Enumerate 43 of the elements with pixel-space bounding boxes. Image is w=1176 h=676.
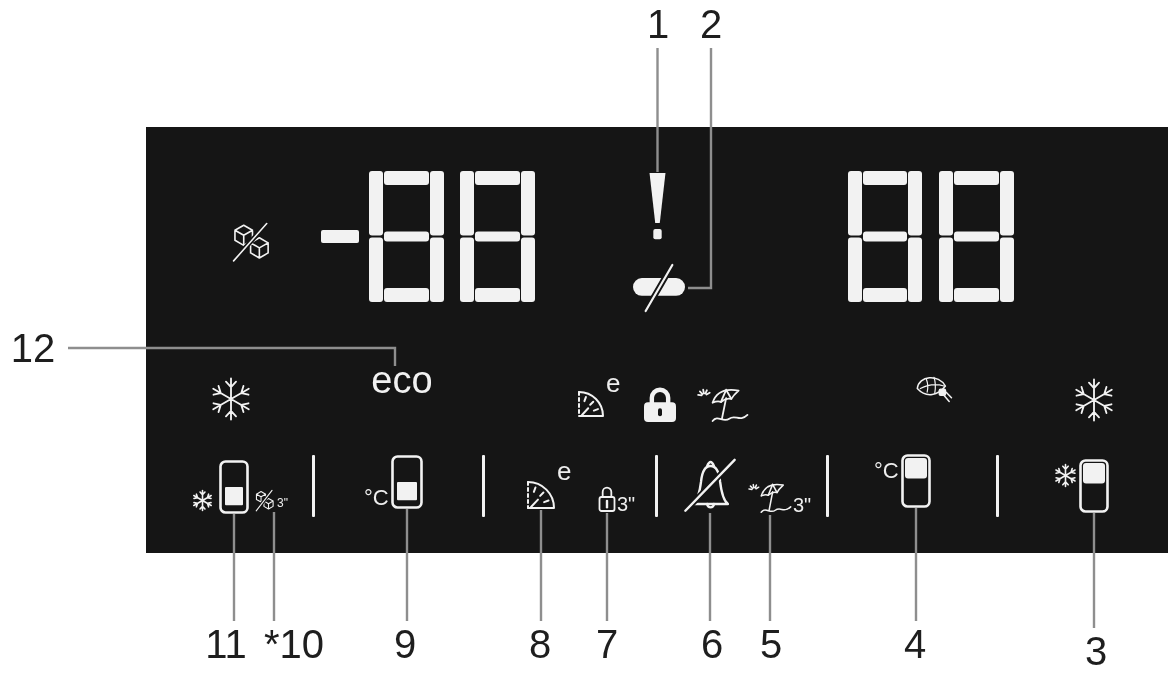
callout-number: 1 (642, 8, 674, 48)
level-indicator-icon (219, 460, 249, 514)
callout-number: 4 (902, 621, 928, 660)
ice-cube-off-icon (254, 489, 276, 512)
beach-umbrella-icon (748, 481, 792, 515)
callout-number: 2 (699, 8, 723, 48)
slashed-bar-icon (630, 262, 688, 314)
exclamation-icon (648, 172, 667, 240)
leader-line (605, 513, 609, 621)
callout-number: 11 (202, 621, 250, 660)
duration-label: 3" (793, 496, 812, 514)
bell-off-icon (682, 457, 738, 513)
leader-line (656, 48, 659, 172)
leader-line (405, 509, 409, 621)
duration-label: 3" (617, 495, 636, 513)
superscript-label: e (557, 460, 572, 482)
display-panel (146, 127, 1168, 553)
callout-number: 8 (527, 621, 553, 660)
leader-line (1092, 513, 1096, 628)
level-indicator-icon (901, 454, 931, 508)
callout-number: 7 (594, 621, 620, 660)
gauge-icon (526, 478, 556, 510)
callout-number: 12 (10, 332, 68, 364)
level-indicator-icon (1079, 459, 1109, 513)
mode-label: eco (370, 366, 434, 394)
callout-number: 3 (1083, 628, 1109, 667)
leader-line (708, 513, 712, 621)
leader-line (68, 346, 397, 366)
leader-line (914, 508, 918, 621)
duration-label: 3" (277, 496, 288, 510)
level-indicator-icon (391, 455, 423, 509)
leader-line (768, 515, 772, 621)
superscript-label: e (606, 372, 621, 394)
unit-label: °C (364, 485, 389, 511)
unit-label: °C (874, 458, 899, 484)
callout-number: 9 (392, 621, 418, 660)
leader-line (688, 48, 713, 290)
leader-line (232, 514, 236, 621)
leader-line (539, 510, 543, 621)
callout-number: *10 (261, 621, 327, 660)
callout-number: 5 (758, 621, 784, 660)
leader-line (272, 512, 276, 621)
callout-number: 6 (699, 621, 725, 660)
